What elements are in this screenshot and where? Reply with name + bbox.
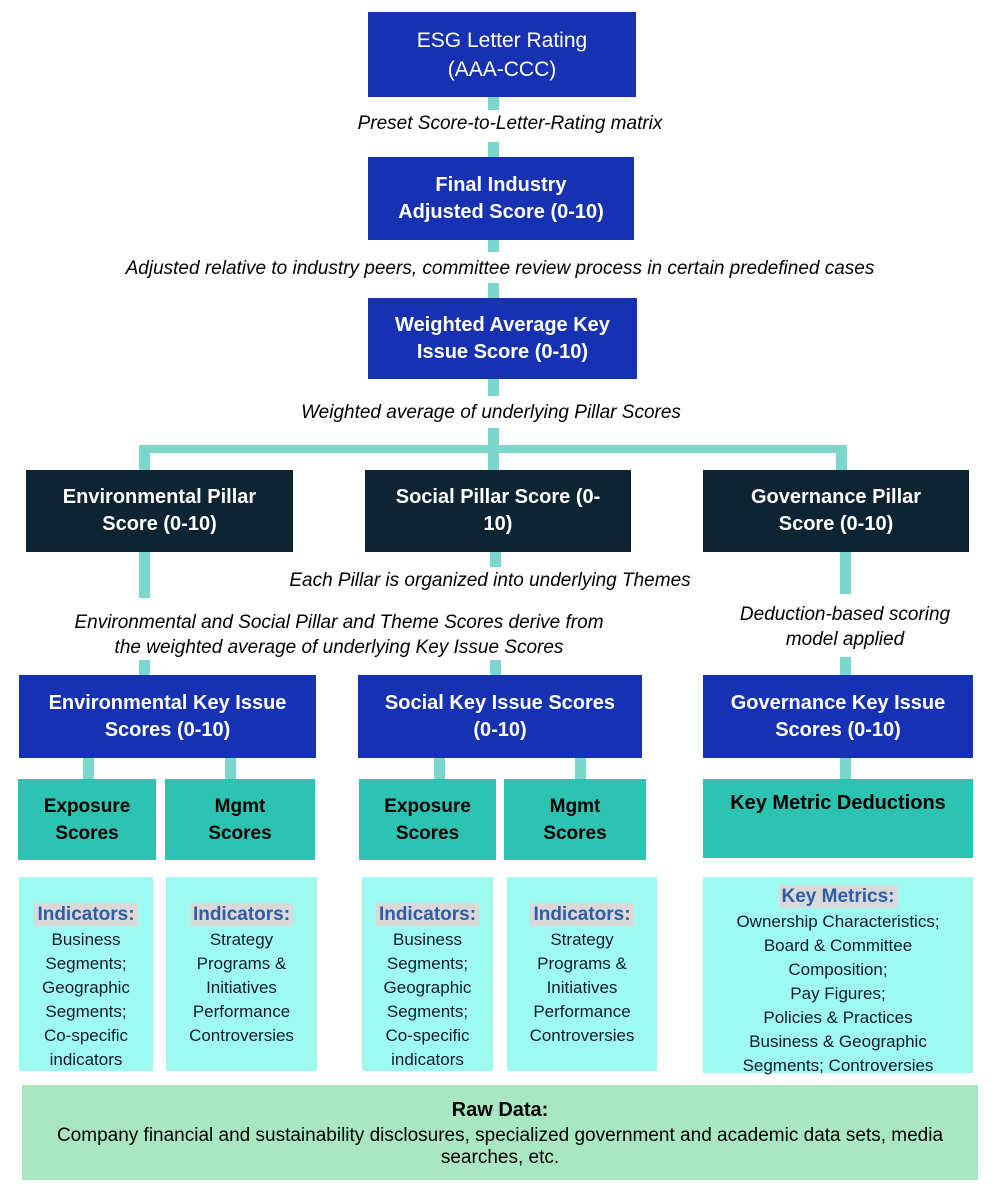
key-metrics-label: Key Metrics: [778, 885, 898, 908]
indicator-box-social-exposure: Indicators: Business Segments; Geographi… [362, 877, 493, 1071]
node-governance-pillar-score: Governance Pillar Score (0-10) [703, 470, 969, 552]
caption-pillar-themes: Each Pillar is organized into underlying… [289, 570, 691, 591]
indicator-body-strategy: Strategy Programs & Initiatives Performa… [529, 930, 635, 1045]
indicator-box-social-mgmt: Indicators: Strategy Programs & Initiati… [507, 877, 657, 1071]
node-key-metric-deductions: Key Metric Deductions [703, 779, 973, 858]
raw-data-box: Raw Data: Company financial and sustaina… [22, 1085, 978, 1180]
node-weighted-average-key-issue-score: Weighted Average Key Issue Score (0-10) [368, 298, 637, 379]
connector-social-pillar-down [490, 552, 501, 567]
indicators-label: Indicators: [530, 903, 634, 926]
node-env-exposure-scores: Exposure Scores [18, 779, 156, 860]
connector-final-to-adjusted [488, 240, 499, 252]
connector-social-key-to-mgmt [575, 758, 586, 779]
branch-bar [141, 445, 846, 453]
indicator-body-business: Business Segments; Geographic Segments; … [42, 930, 130, 1069]
connector-env-key-to-exposure [83, 758, 94, 779]
indicator-box-key-metrics: Key Metrics: Ownership Characteristics; … [703, 877, 973, 1075]
node-social-key-issue-scores: Social Key Issue Scores (0-10) [358, 675, 642, 758]
node-social-exposure-scores: Exposure Scores [359, 779, 496, 860]
indicators-label: Indicators: [189, 903, 294, 926]
indicator-body-strategy: Strategy Programs & Initiatives Performa… [189, 930, 294, 1045]
connector-to-branch-bar [488, 428, 499, 445]
node-social-pillar-score: Social Pillar Score (0- 10) [365, 470, 631, 552]
node-governance-key-issue-scores: Governance Key Issue Scores (0-10) [703, 675, 973, 758]
connector-env-key-to-mgmt [225, 758, 236, 779]
key-metrics-body: Ownership Characteristics; Board & Commi… [736, 912, 940, 1075]
connector-preset-to-final [488, 142, 499, 157]
node-environmental-key-issue-scores: Environmental Key Issue Scores (0-10) [19, 675, 316, 758]
connector-bar-to-social-pillar [488, 453, 499, 470]
connector-esg-to-preset [488, 97, 499, 110]
connector-to-env-key [139, 660, 150, 675]
indicator-box-env-exposure: Indicators: Business Segments; Geographi… [19, 877, 153, 1071]
connector-social-key-to-exposure [434, 758, 445, 779]
connector-weighted-down [488, 379, 499, 396]
connector-env-pillar-down [139, 552, 150, 598]
caption-deduction-model: Deduction-based scoring model applied [739, 604, 951, 650]
connector-adjusted-to-weighted [488, 283, 499, 298]
node-social-mgmt-scores: Mgmt Scores [504, 779, 646, 860]
connector-bar-to-gov-pillar [836, 445, 847, 470]
node-env-mgmt-scores: Mgmt Scores [165, 779, 315, 860]
raw-data-label: Raw Data: [451, 1099, 549, 1121]
indicator-box-env-mgmt: Indicators: Strategy Programs & Initiati… [166, 877, 317, 1071]
node-environmental-pillar-score: Environmental Pillar Score (0-10) [26, 470, 293, 552]
connector-gov-key-to-metric [840, 758, 851, 779]
connector-to-gov-key [840, 657, 851, 675]
connector-gov-pillar-down [840, 552, 851, 594]
connector-bar-to-env-pillar [139, 445, 150, 470]
caption-weighted-average: Weighted average of underlying Pillar Sc… [301, 402, 681, 423]
caption-preset-matrix: Preset Score-to-Letter-Rating matrix [357, 113, 663, 134]
caption-env-social-derivation: Environmental and Social Pillar and Them… [74, 612, 604, 658]
raw-data-body: Company financial and sustainability dis… [56, 1125, 944, 1168]
indicators-label: Indicators: [375, 903, 480, 926]
node-final-industry-adjusted-score: Final Industry Adjusted Score (0-10) [368, 157, 634, 240]
indicators-label: Indicators: [34, 903, 138, 926]
caption-industry-adjusted: Adjusted relative to industry peers, com… [125, 258, 875, 279]
connector-to-social-key [490, 660, 501, 675]
indicator-body-business: Business Segments; Geographic Segments; … [383, 930, 472, 1069]
node-esg-letter-rating: ESG Letter Rating (AAA-CCC) [368, 12, 636, 97]
